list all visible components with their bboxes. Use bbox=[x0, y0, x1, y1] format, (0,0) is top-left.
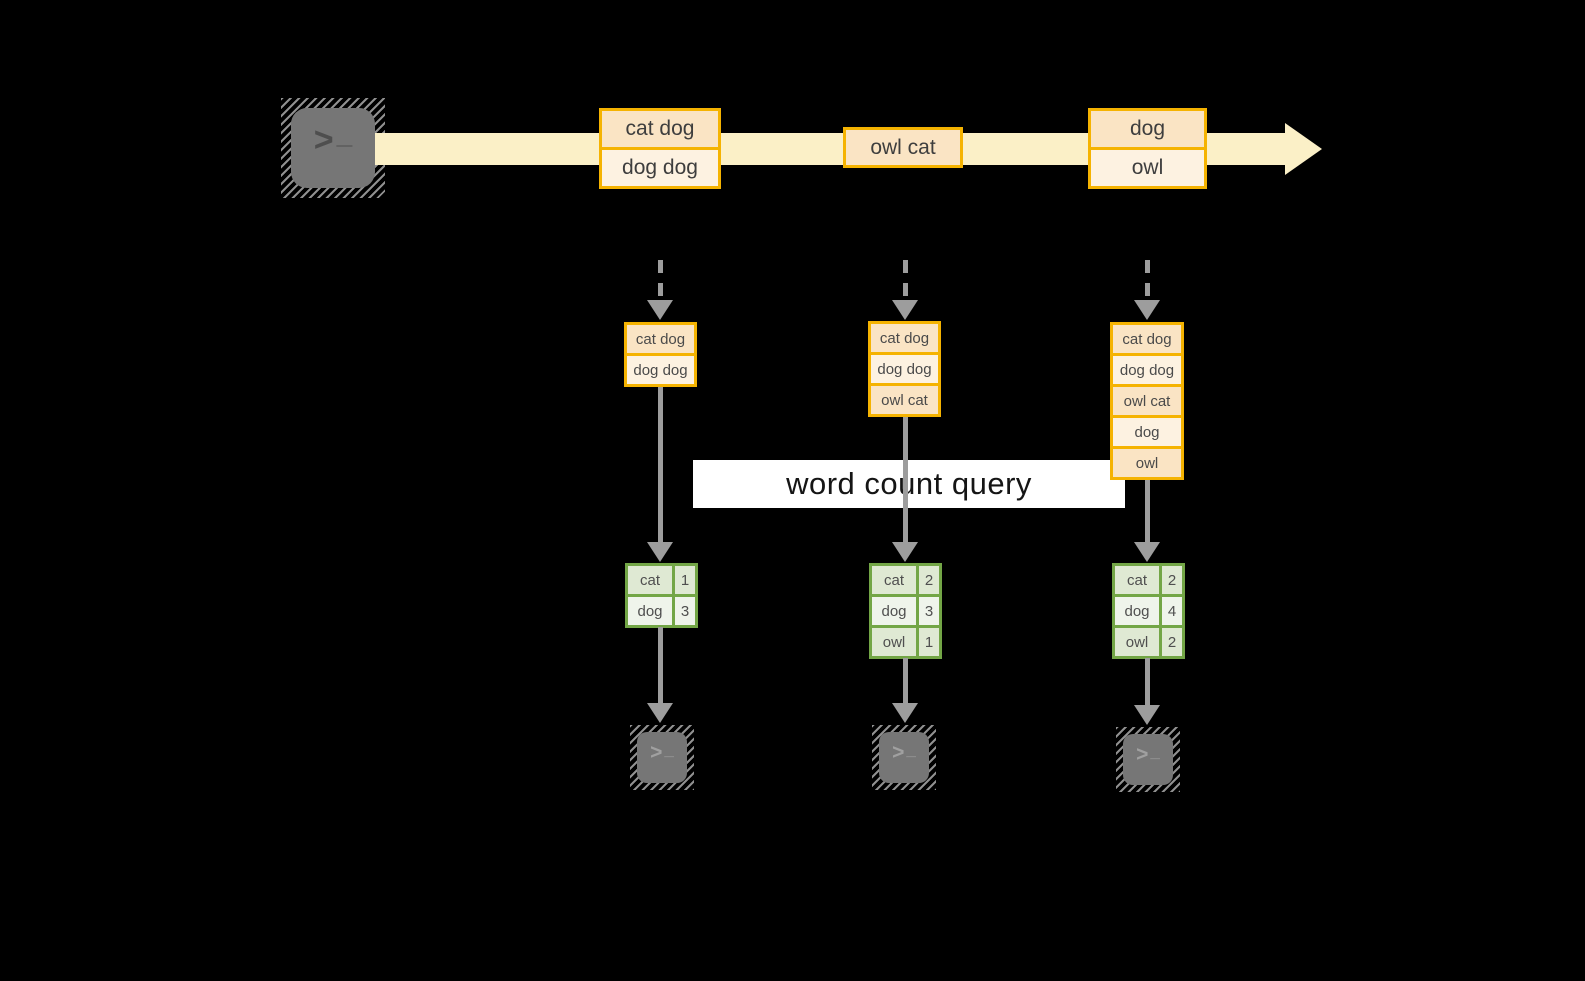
terminal-source-icon: > _ bbox=[281, 98, 385, 198]
event-line: dog bbox=[1091, 111, 1204, 147]
query-label-banner: word count query bbox=[693, 460, 1125, 508]
ingest-arrowhead-icon bbox=[1134, 300, 1160, 320]
state-row: cat dog bbox=[627, 325, 694, 353]
terminal-screen: > _ bbox=[637, 732, 687, 783]
ingest-arrow-dashed bbox=[1145, 260, 1150, 302]
event-line: owl cat bbox=[846, 130, 960, 165]
prompt-underscore-icon: _ bbox=[1150, 741, 1160, 761]
terminal-screen: > _ bbox=[291, 108, 375, 188]
state-row: owl cat bbox=[1113, 387, 1181, 415]
result-word: dog bbox=[628, 597, 672, 625]
query-arrowhead-icon bbox=[892, 542, 918, 562]
query-arrow bbox=[658, 386, 663, 544]
result-table-3: cat 2 dog 4 owl 2 bbox=[1112, 563, 1185, 659]
result-word: cat bbox=[872, 566, 916, 594]
result-count: 2 bbox=[919, 566, 939, 594]
query-label: word count query bbox=[786, 466, 1032, 501]
result-word: cat bbox=[628, 566, 672, 594]
result-count: 2 bbox=[1162, 566, 1182, 594]
event-line: owl bbox=[1091, 150, 1204, 186]
output-arrow bbox=[658, 627, 663, 705]
event-box-2: owl cat bbox=[843, 127, 963, 168]
prompt-underscore-icon: _ bbox=[664, 739, 674, 759]
stream-arrowhead-icon bbox=[1285, 123, 1322, 175]
ingest-arrow-dashed bbox=[903, 260, 908, 302]
ingest-arrowhead-icon bbox=[892, 300, 918, 320]
result-table-1: cat 1 dog 3 bbox=[625, 563, 698, 628]
result-count: 2 bbox=[1162, 628, 1182, 656]
result-count: 1 bbox=[675, 566, 695, 594]
result-word: dog bbox=[872, 597, 916, 625]
query-arrow bbox=[1145, 479, 1150, 543]
terminal-sink-icon: > _ bbox=[630, 725, 694, 790]
result-count: 4 bbox=[1162, 597, 1182, 625]
event-box-1: cat dog dog dog bbox=[599, 108, 721, 189]
state-row: owl cat bbox=[871, 386, 938, 414]
state-row: dog dog bbox=[627, 356, 694, 384]
state-stack-3: cat dog dog dog owl cat dog owl bbox=[1110, 322, 1184, 480]
prompt-underscore-icon: _ bbox=[906, 739, 916, 759]
query-arrow bbox=[903, 417, 908, 543]
result-word: owl bbox=[872, 628, 916, 656]
ingest-arrow-dashed bbox=[658, 260, 663, 302]
result-count: 3 bbox=[675, 597, 695, 625]
query-arrowhead-icon bbox=[647, 542, 673, 562]
prompt-chevron-icon: > bbox=[1136, 742, 1149, 766]
terminal-sink-icon: > _ bbox=[872, 725, 936, 790]
state-row: dog dog bbox=[871, 355, 938, 383]
state-row: dog dog bbox=[1113, 356, 1181, 384]
state-row: dog bbox=[1113, 418, 1181, 446]
output-arrowhead-icon bbox=[647, 703, 673, 723]
output-arrow bbox=[903, 658, 908, 705]
ingest-arrowhead-icon bbox=[647, 300, 673, 320]
result-count: 1 bbox=[919, 628, 939, 656]
state-row: cat dog bbox=[871, 324, 938, 352]
prompt-chevron-icon: > bbox=[892, 740, 905, 764]
event-line: cat dog bbox=[602, 111, 718, 147]
state-stack-2: cat dog dog dog owl cat bbox=[868, 321, 941, 417]
result-table-2: cat 2 dog 3 owl 1 bbox=[869, 563, 942, 659]
prompt-underscore-icon: _ bbox=[336, 118, 353, 149]
terminal-sink-icon: > _ bbox=[1116, 727, 1180, 792]
output-arrow bbox=[1145, 658, 1150, 707]
state-row: owl bbox=[1113, 449, 1181, 477]
state-stack-1: cat dog dog dog bbox=[624, 322, 697, 387]
query-arrowhead-icon bbox=[1134, 542, 1160, 562]
output-arrowhead-icon bbox=[1134, 705, 1160, 725]
output-arrowhead-icon bbox=[892, 703, 918, 723]
event-box-3: dog owl bbox=[1088, 108, 1207, 189]
prompt-chevron-icon: > bbox=[650, 740, 663, 764]
result-word: owl bbox=[1115, 628, 1159, 656]
terminal-screen: > _ bbox=[879, 732, 929, 783]
terminal-screen: > _ bbox=[1123, 734, 1173, 785]
result-word: cat bbox=[1115, 566, 1159, 594]
event-line: dog dog bbox=[602, 150, 718, 186]
prompt-chevron-icon: > bbox=[313, 120, 334, 159]
state-row: cat dog bbox=[1113, 325, 1181, 353]
result-count: 3 bbox=[919, 597, 939, 625]
result-word: dog bbox=[1115, 597, 1159, 625]
